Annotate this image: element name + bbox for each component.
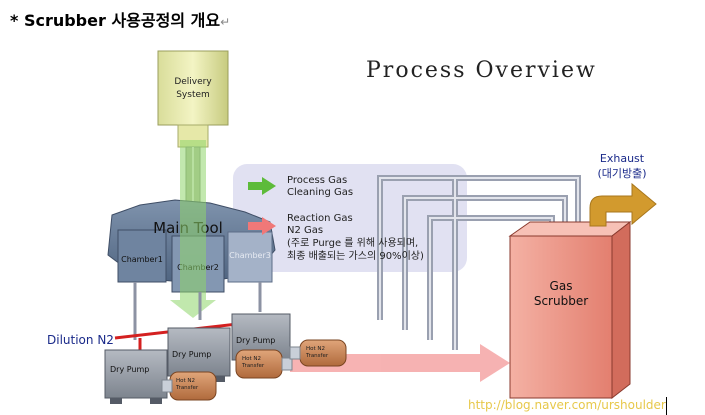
exhaust-arrow <box>589 182 657 227</box>
chamber1-label: Chamber1 <box>121 255 163 264</box>
hot-n2-1-label-b: Transfer <box>175 385 199 391</box>
legend-note-1: (주로 Purge 를 위해 사용되며, <box>287 236 418 249</box>
hot-n2-transfer-2 <box>235 349 293 379</box>
green-flow-arrow <box>170 140 216 318</box>
hot-n2-3-label-a: Hot N2 <box>306 346 325 352</box>
delivery-system-label-2: System <box>176 90 210 100</box>
hot-n2-transfer-3 <box>289 339 347 367</box>
dry-pump-1-label: Dry Pump <box>110 365 149 374</box>
legend-green-arrow <box>248 177 276 195</box>
tool-to-pump-pipes <box>133 282 262 340</box>
legend-red-arrow <box>248 217 276 235</box>
hot-n2-transfer-1 <box>161 371 217 401</box>
exhaust-pipes-highlight <box>379 177 579 350</box>
legend-reaction-gas: Reaction Gas <box>287 213 353 224</box>
legend-panel <box>233 164 467 272</box>
watermark: http://blog.naver.com/urshoulder <box>468 398 666 412</box>
legend-cleaning-gas: Cleaning Gas <box>287 187 353 198</box>
legend-process-gas: Process Gas <box>287 175 347 186</box>
overview-title: Process Overview <box>366 58 597 83</box>
legend-note-2: 최종 배출되는 가스의 90%이상) <box>287 250 424 262</box>
exhaust-label: Exhaust <box>600 152 645 165</box>
hot-n2-2-label-b: Transfer <box>241 363 265 369</box>
dry-pump-2-label: Dry Pump <box>172 350 211 359</box>
dry-pump-1 <box>104 349 168 404</box>
scrubber-label-1: Gas <box>550 279 573 293</box>
gas-scrubber <box>508 220 632 400</box>
chamber3-label: Chamber3 <box>229 251 271 260</box>
hot-n2-2-label-a: Hot N2 <box>242 356 261 362</box>
paragraph-mark: ↵ <box>220 15 231 29</box>
text-cursor <box>666 397 667 415</box>
exhaust-sub-label: (대기방출) <box>597 167 646 180</box>
dilution-n2-label: Dilution N2 <box>47 333 114 347</box>
dry-pump-3-label: Dry Pump <box>236 336 275 345</box>
hot-n2-1-label-a: Hot N2 <box>176 378 195 384</box>
hot-n2-3-label-b: Transfer <box>305 353 329 359</box>
delivery-system-label-1: Delivery <box>174 77 212 87</box>
legend-n2-gas: N2 Gas <box>287 225 323 236</box>
scrubber-label-2: Scrubber <box>534 294 588 308</box>
page-heading-text: * Scrubber 사용공정의 개요 <box>10 11 221 30</box>
page-heading: * Scrubber 사용공정의 개요↵ <box>10 7 230 31</box>
